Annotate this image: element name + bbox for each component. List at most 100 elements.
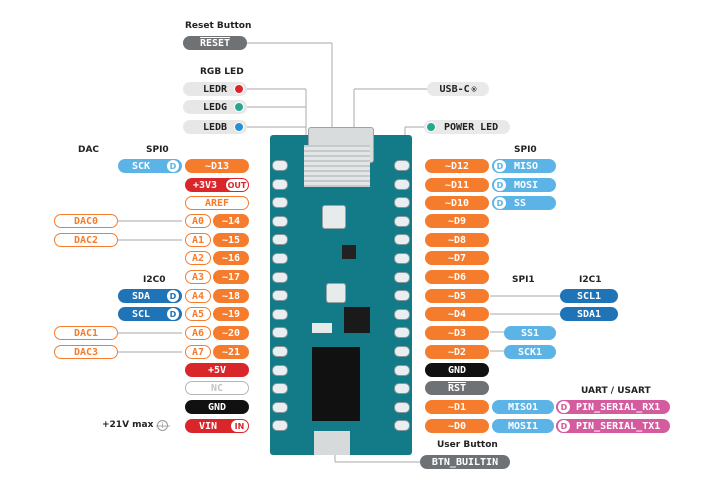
shield-can	[304, 145, 370, 187]
dac-header: DAC	[78, 145, 100, 155]
chip-large	[312, 347, 360, 421]
scl-badge: D	[167, 308, 179, 320]
info-icon: i	[157, 420, 168, 431]
pin-pad-right	[394, 197, 410, 209]
serial-rx1-tag: PIN_SERIAL_RX1	[556, 400, 670, 414]
led-b-dot	[234, 122, 244, 132]
pin-pad-right	[394, 383, 410, 395]
spi0-left-header: SPI0	[146, 145, 169, 155]
pin-5v: +5V	[185, 363, 249, 377]
pin-d5: ~D5	[425, 289, 489, 303]
pin-3v3-label: +3V3	[193, 179, 218, 191]
pin-vin-label: VIN	[199, 420, 218, 432]
pin-d9: ~D9	[425, 214, 489, 228]
pin-18: ~18	[213, 289, 249, 303]
pin-d6: ~D6	[425, 270, 489, 284]
miso-tag: MISO	[492, 159, 556, 173]
pin-d12: ~D12	[425, 159, 489, 173]
vin-max-note: +21V max	[102, 420, 154, 430]
led-b-label: LEDB	[203, 121, 228, 133]
serial-rx1-label: PIN_SERIAL_RX1	[576, 401, 661, 413]
usb-c-pill: USB-C®	[427, 82, 489, 96]
pin-d10: ~D10	[425, 196, 489, 210]
pin-a0: A0	[185, 214, 211, 228]
pin-pad-left	[272, 401, 288, 413]
pin-3v3-out-badge: OUT	[226, 179, 248, 191]
spi0-right-header: SPI0	[514, 145, 537, 155]
mosi-tag: MOSI	[492, 178, 556, 192]
led-b-pill: LEDB	[183, 120, 247, 134]
chip-small	[344, 307, 370, 333]
dac2-tag: DAC2	[54, 233, 118, 247]
miso1-tag: MISO1	[492, 400, 554, 414]
pin-aref: AREF	[185, 196, 249, 210]
pin-a3: A3	[185, 270, 211, 284]
pin-pad-right	[394, 234, 410, 246]
pin-pad-right	[394, 160, 410, 171]
pin-pad-left	[272, 160, 288, 171]
pin-pad-right	[394, 420, 410, 432]
power-led-pill: POWER LED	[424, 120, 510, 134]
miso-badge: D	[494, 160, 506, 172]
pin-a6: A6	[185, 326, 211, 340]
spi1-header: SPI1	[512, 275, 535, 285]
mosi1-tag: MOSI1	[492, 419, 554, 433]
rgb-led-header: RGB LED	[200, 67, 244, 77]
i2c0-header: I2C0	[143, 275, 166, 285]
pin-gnd-right: GND	[425, 363, 489, 377]
white-component	[312, 323, 332, 333]
dac0-tag: DAC0	[54, 214, 118, 228]
led-r-dot	[234, 84, 244, 94]
pin-pad-right	[394, 271, 410, 283]
serial-tx1-tag: PIN_SERIAL_TX1	[556, 419, 670, 433]
pin-pad-left	[272, 327, 288, 339]
dac1-tag: DAC1	[54, 326, 118, 340]
btn-builtin-pill: BTN_BUILTIN	[420, 455, 510, 469]
pin-pad-right	[394, 215, 410, 227]
user-button-header: User Button	[437, 440, 498, 450]
led-g-pill: LEDG	[183, 100, 247, 114]
pin-pad-right	[394, 290, 410, 302]
power-led-icon	[426, 122, 436, 132]
pin-pad-left	[272, 271, 288, 283]
pin-d11: ~D11	[425, 178, 489, 192]
serial-rx1-badge: D	[558, 401, 570, 413]
power-led-label: POWER LED	[444, 121, 499, 133]
pin-14: ~14	[213, 214, 249, 228]
pin-16: ~16	[213, 251, 249, 265]
pin-d13: ~D13	[185, 159, 249, 173]
pin-pad-left	[272, 364, 288, 376]
ss-tag: SS	[492, 196, 556, 210]
pin-a5: A5	[185, 307, 211, 321]
mosi-label: MOSI	[514, 179, 539, 191]
pin-17: ~17	[213, 270, 249, 284]
pin-rst: RST	[425, 381, 489, 395]
pin-pad-left	[272, 383, 288, 395]
pin-nc: NC	[185, 381, 249, 395]
pin-d1: ~D1	[425, 400, 489, 414]
serial-tx1-badge: D	[558, 420, 570, 432]
pin-d0: ~D0	[425, 419, 489, 433]
ss-badge: D	[494, 197, 506, 209]
pin-pad-left	[272, 215, 288, 227]
sck1-tag: SCK1	[504, 345, 556, 359]
led-g-label: LEDG	[203, 101, 228, 113]
scl-label: SCL	[132, 308, 151, 320]
mosi-badge: D	[494, 179, 506, 191]
pin-20: ~20	[213, 326, 249, 340]
led-r-pill: LEDR	[183, 82, 247, 96]
pin-pad-left	[272, 197, 288, 209]
pin-a2: A2	[185, 251, 211, 265]
pin-a1: A1	[185, 233, 211, 247]
dac3-tag: DAC3	[54, 345, 118, 359]
usb-icon: ®	[471, 84, 477, 94]
led-g-dot	[234, 102, 244, 112]
uart-header: UART / USART	[581, 386, 651, 396]
pin-15: ~15	[213, 233, 249, 247]
pin-pad-left	[272, 234, 288, 246]
pin-pad-right	[394, 308, 410, 320]
pin-d7: ~D7	[425, 251, 489, 265]
pin-d3: ~D3	[425, 326, 489, 340]
pin-pad-right	[394, 346, 410, 357]
sda-label: SDA	[132, 290, 151, 302]
